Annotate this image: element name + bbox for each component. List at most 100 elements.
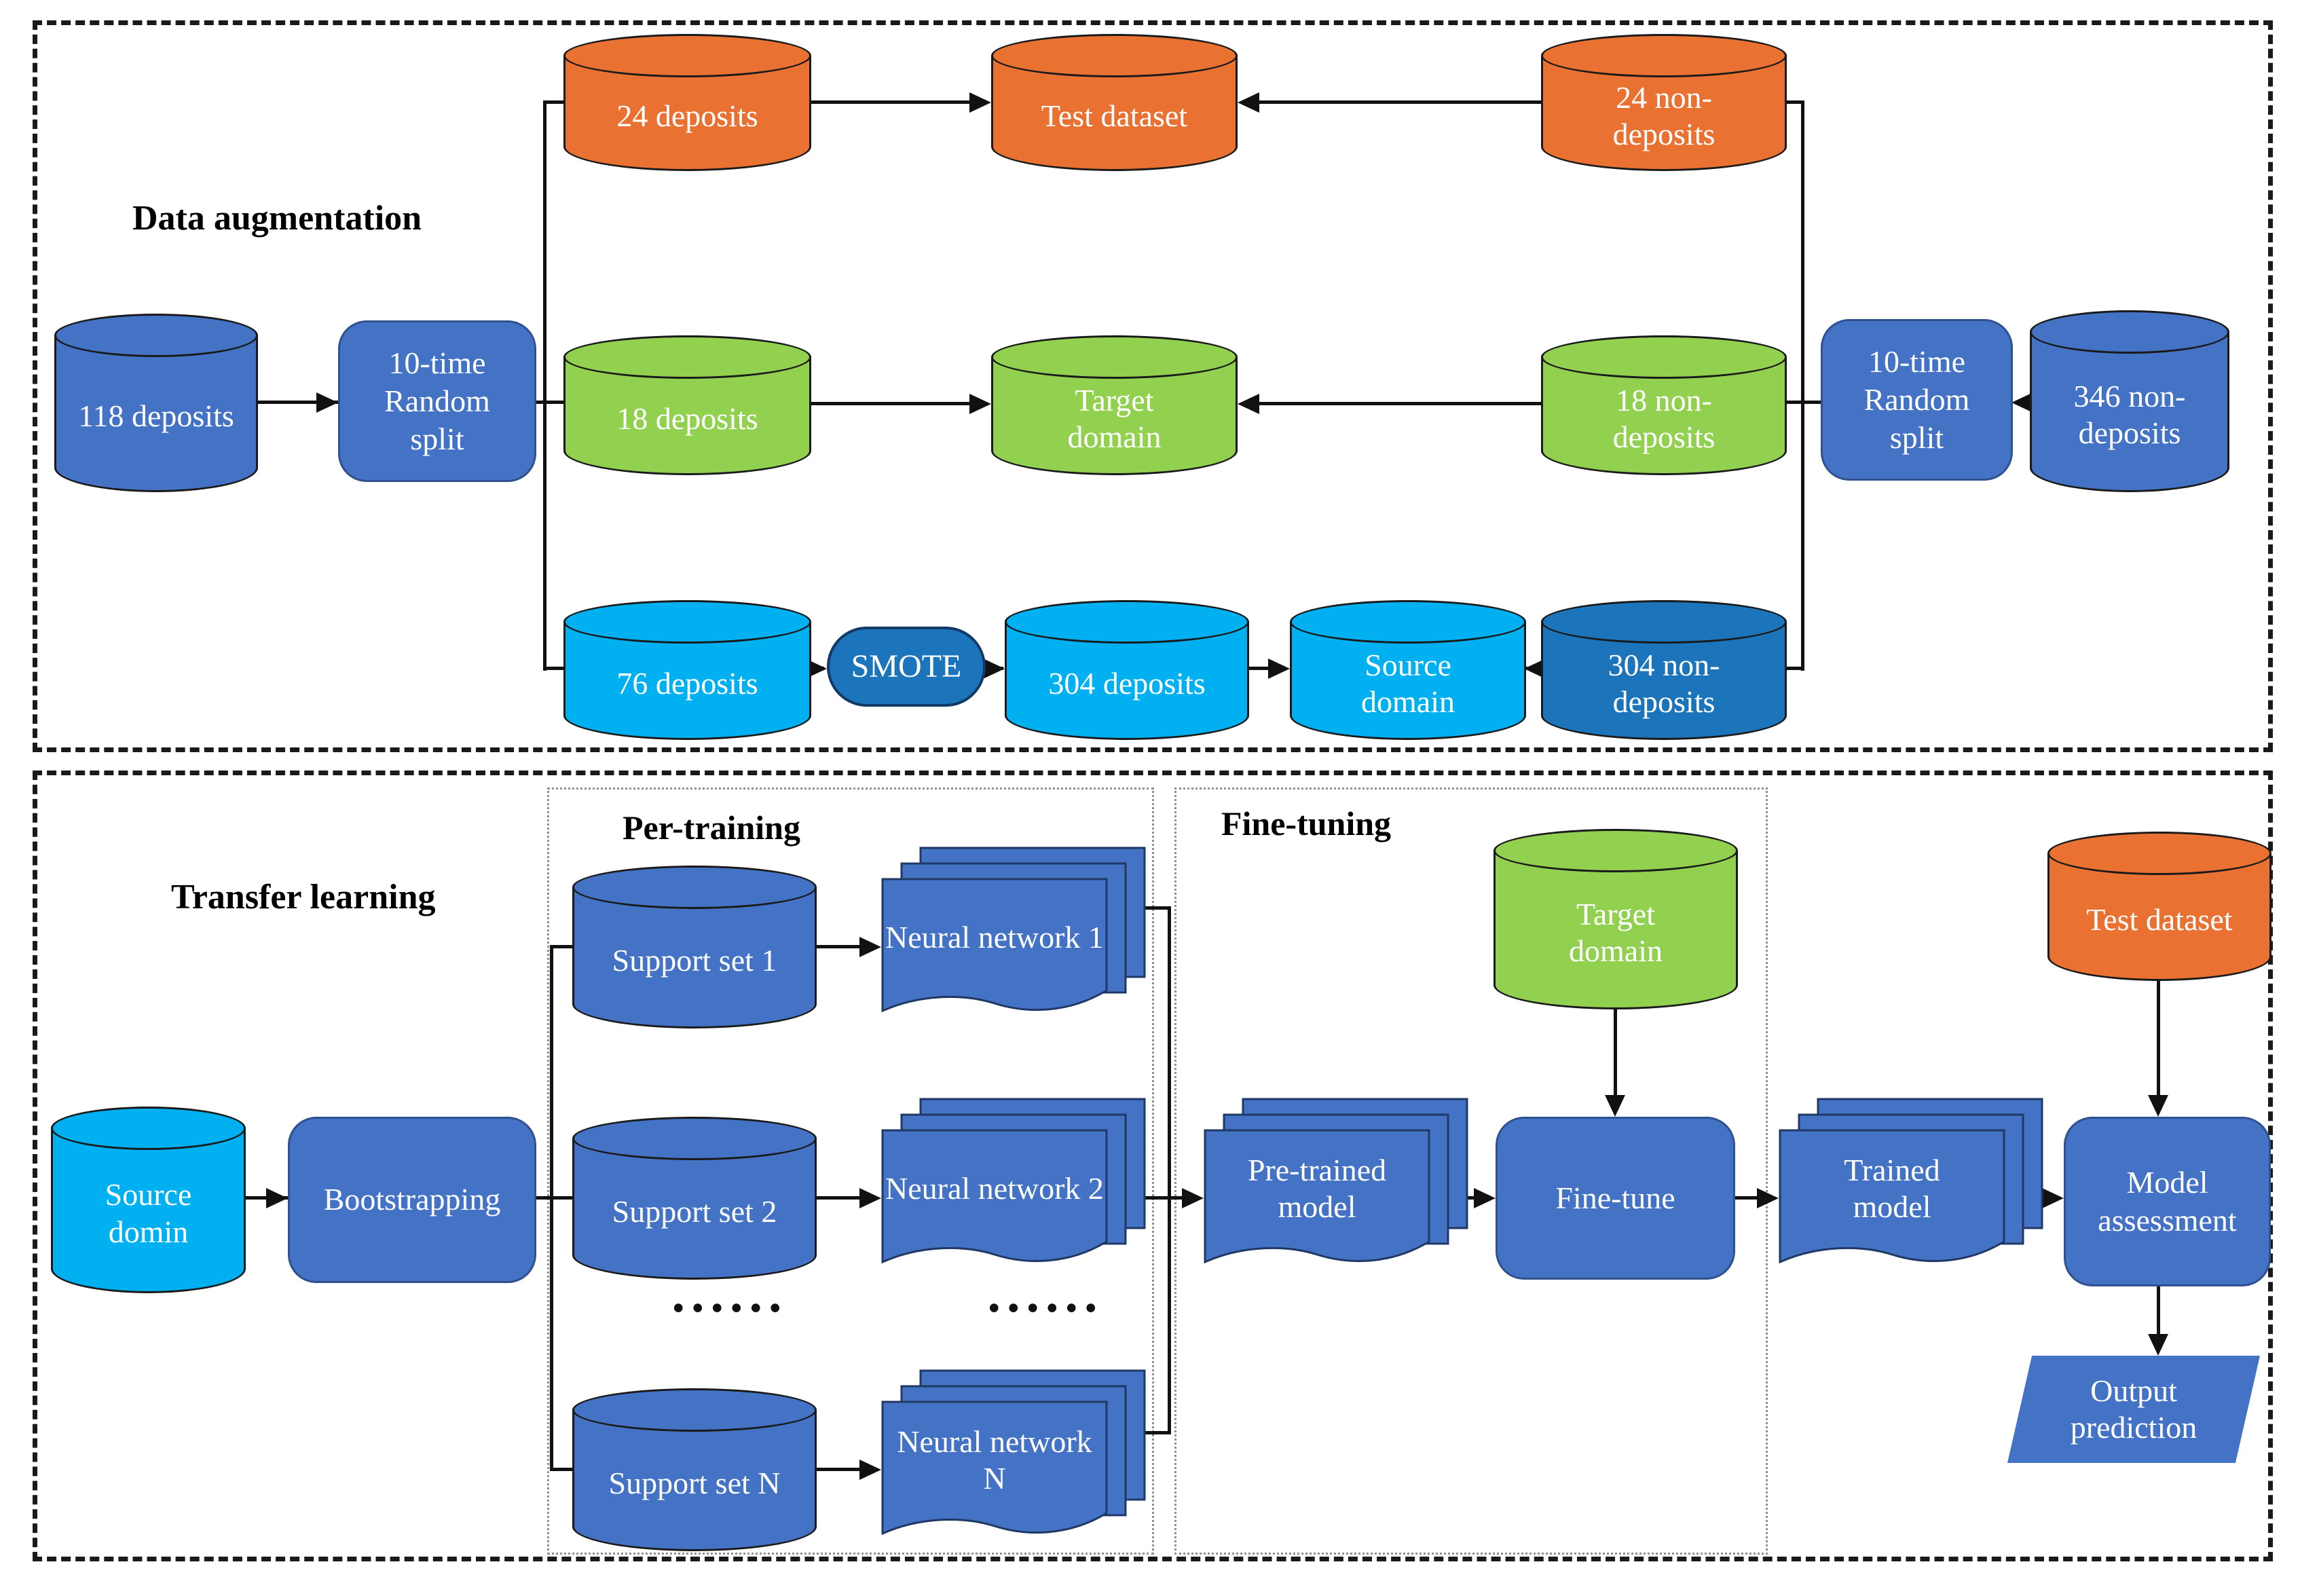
stacked-documents-icon <box>881 1369 1146 1536</box>
connector-collector-to-pretrained <box>1113 1196 1188 1200</box>
right-trunk-stub-row3 <box>1784 667 1804 670</box>
arrowhead-into-target-right <box>1238 394 1259 414</box>
node-label: 304 deposits <box>1048 665 1206 701</box>
node-label: 10-time Random split <box>384 345 490 457</box>
right-trunk-line <box>1801 100 1804 671</box>
splitter-stub-supportN <box>550 1468 577 1471</box>
cylinder-top-ellipse <box>54 314 258 357</box>
arrowhead-into-finetune <box>1474 1188 1496 1208</box>
arrowhead-into-test-right <box>1238 92 1259 113</box>
cylinder-test-dataset: Test dataset <box>991 34 1238 171</box>
arrowhead-into-trained <box>1757 1188 1779 1208</box>
node-label: 10-time Random split <box>1863 344 1970 456</box>
cylinder-source-domain: Source domain <box>1290 600 1526 740</box>
node-label: 18 deposits <box>616 401 758 436</box>
right-trunk-stub-row1 <box>1784 100 1804 104</box>
arrowhead-into-bootstrapping <box>266 1188 288 1208</box>
cylinder-304-non-deposits: 304 non-deposits <box>1541 600 1787 740</box>
cylinder-target-domain-bottom: Target domain <box>1494 829 1738 1009</box>
connector-24non-to-test <box>1258 100 1543 104</box>
stacked-documents-icon <box>881 1098 1146 1264</box>
node-label: Test dataset <box>1041 98 1188 133</box>
doc-stack-neural-network-n: Neural network N <box>881 1369 1146 1539</box>
cylinder-346-non-deposits: 346 non-deposits <box>2030 310 2229 492</box>
node-label: Support set N <box>608 1465 781 1500</box>
left-trunk-stub-row3 <box>543 667 574 670</box>
box-smote: SMOTE <box>827 627 986 707</box>
node-label: SMOTE <box>851 648 962 684</box>
connector-support2-to-nn2 <box>817 1196 864 1200</box>
arrowhead-into-nnN <box>859 1460 881 1480</box>
ellipsis-neural-networks: ...... <box>987 1264 1104 1324</box>
node-label: Target domain <box>1067 382 1162 454</box>
arrowhead-into-split-left <box>316 392 338 413</box>
connector-18non-to-target <box>1258 402 1543 405</box>
data-augmentation-title: Data augmentation <box>132 199 422 238</box>
node-label: Neural network 1 <box>885 919 1104 954</box>
connector-assessment-to-output <box>2157 1286 2160 1335</box>
node-label: Test dataset <box>2086 902 2233 937</box>
node-label: Trained model <box>1844 1152 1940 1224</box>
node-label: Support set 1 <box>612 942 777 978</box>
connector-supportN-to-nnN <box>817 1468 864 1471</box>
cylinder-18-deposits: 18 deposits <box>563 335 811 475</box>
cylinder-support-set-n: Support set N <box>572 1388 817 1551</box>
node-label: Source domin <box>105 1177 192 1249</box>
arrowhead-into-rsplit <box>2011 392 2033 413</box>
transfer-learning-title: Transfer learning <box>171 878 436 916</box>
node-label: 346 non-deposits <box>2073 378 2186 450</box>
cylinder-304-deposits: 304 deposits <box>1005 600 1249 740</box>
stacked-documents-icon <box>881 847 1146 1013</box>
arrowhead-down-into-finetune <box>1605 1095 1625 1117</box>
node-label: Fine-tune <box>1555 1180 1675 1215</box>
connector-bootstrapping-to-splitter <box>536 1196 577 1200</box>
connector-targetdomain-to-finetune <box>1614 1009 1617 1098</box>
node-label: 18 non-deposits <box>1612 382 1715 454</box>
node-label: 24 deposits <box>616 98 758 133</box>
node-label: 304 non-deposits <box>1608 647 1720 719</box>
arrowhead-into-source-left <box>1268 658 1290 679</box>
stacked-documents-icon <box>1779 1098 2043 1264</box>
node-label: Source domain <box>1361 647 1455 719</box>
arrowhead-into-nn2 <box>859 1188 881 1208</box>
cylinder-test-dataset-bottom: Test dataset <box>2047 832 2271 981</box>
node-label: Neural network 2 <box>885 1170 1104 1206</box>
arrowhead-into-pretrained <box>1182 1188 1204 1208</box>
splitter-stub-support1 <box>550 945 577 948</box>
parallelogram-output-prediction: Output prediction <box>2007 1356 2260 1463</box>
arrowhead-into-target-left <box>969 394 991 414</box>
cylinder-support-set-1: Support set 1 <box>572 866 817 1028</box>
cylinder-24-deposits: 24 deposits <box>563 34 811 171</box>
cylinder-target-domain-top: Target domain <box>991 335 1238 475</box>
stacked-documents-icon <box>1204 1098 1468 1264</box>
node-label: Pre-trained model <box>1247 1152 1387 1224</box>
arrowhead-into-test-left <box>969 92 991 113</box>
arrowhead-down-into-output <box>2148 1334 2168 1356</box>
connector-24dep-to-test <box>811 100 974 104</box>
node-label: 76 deposits <box>616 665 758 701</box>
connector-support1-to-nn1 <box>817 945 864 948</box>
box-random-split-left: 10-time Random split <box>338 320 536 482</box>
cylinder-76-deposits: 76 deposits <box>563 600 811 740</box>
connector-split-to-trunk <box>536 401 574 404</box>
left-trunk-stub-row1 <box>543 100 574 104</box>
node-label: Bootstrapping <box>323 1182 501 1217</box>
cylinder-24-non-deposits: 24 non-deposits <box>1541 34 1787 171</box>
node-label: Neural network N <box>897 1424 1092 1496</box>
cylinder-source-domin: Source domin <box>51 1107 246 1293</box>
cylinder-support-set-2: Support set 2 <box>572 1117 817 1280</box>
node-label: 24 non-deposits <box>1612 79 1715 151</box>
support-splitter-line <box>550 945 553 1471</box>
arrowhead-down-into-assessment <box>2148 1095 2168 1117</box>
connector-304dep-to-source <box>1249 667 1276 670</box>
doc-stack-pre-trained-model: Pre-trained model <box>1204 1098 1468 1267</box>
fine-tuning-title: Fine-tuning <box>1221 804 1392 842</box>
left-trunk-line <box>543 100 546 671</box>
pre-training-group-box <box>547 787 1154 1555</box>
cylinder-18-non-deposits: 18 non-deposits <box>1541 335 1787 475</box>
box-bootstrapping: Bootstrapping <box>288 1117 536 1283</box>
box-model-assessment: Model assessment <box>2064 1117 2271 1286</box>
node-label: Support set 2 <box>612 1193 777 1229</box>
doc-stack-neural-network-1: Neural network 1 <box>881 847 1146 1016</box>
arrowhead-into-assessment <box>2042 1188 2064 1208</box>
